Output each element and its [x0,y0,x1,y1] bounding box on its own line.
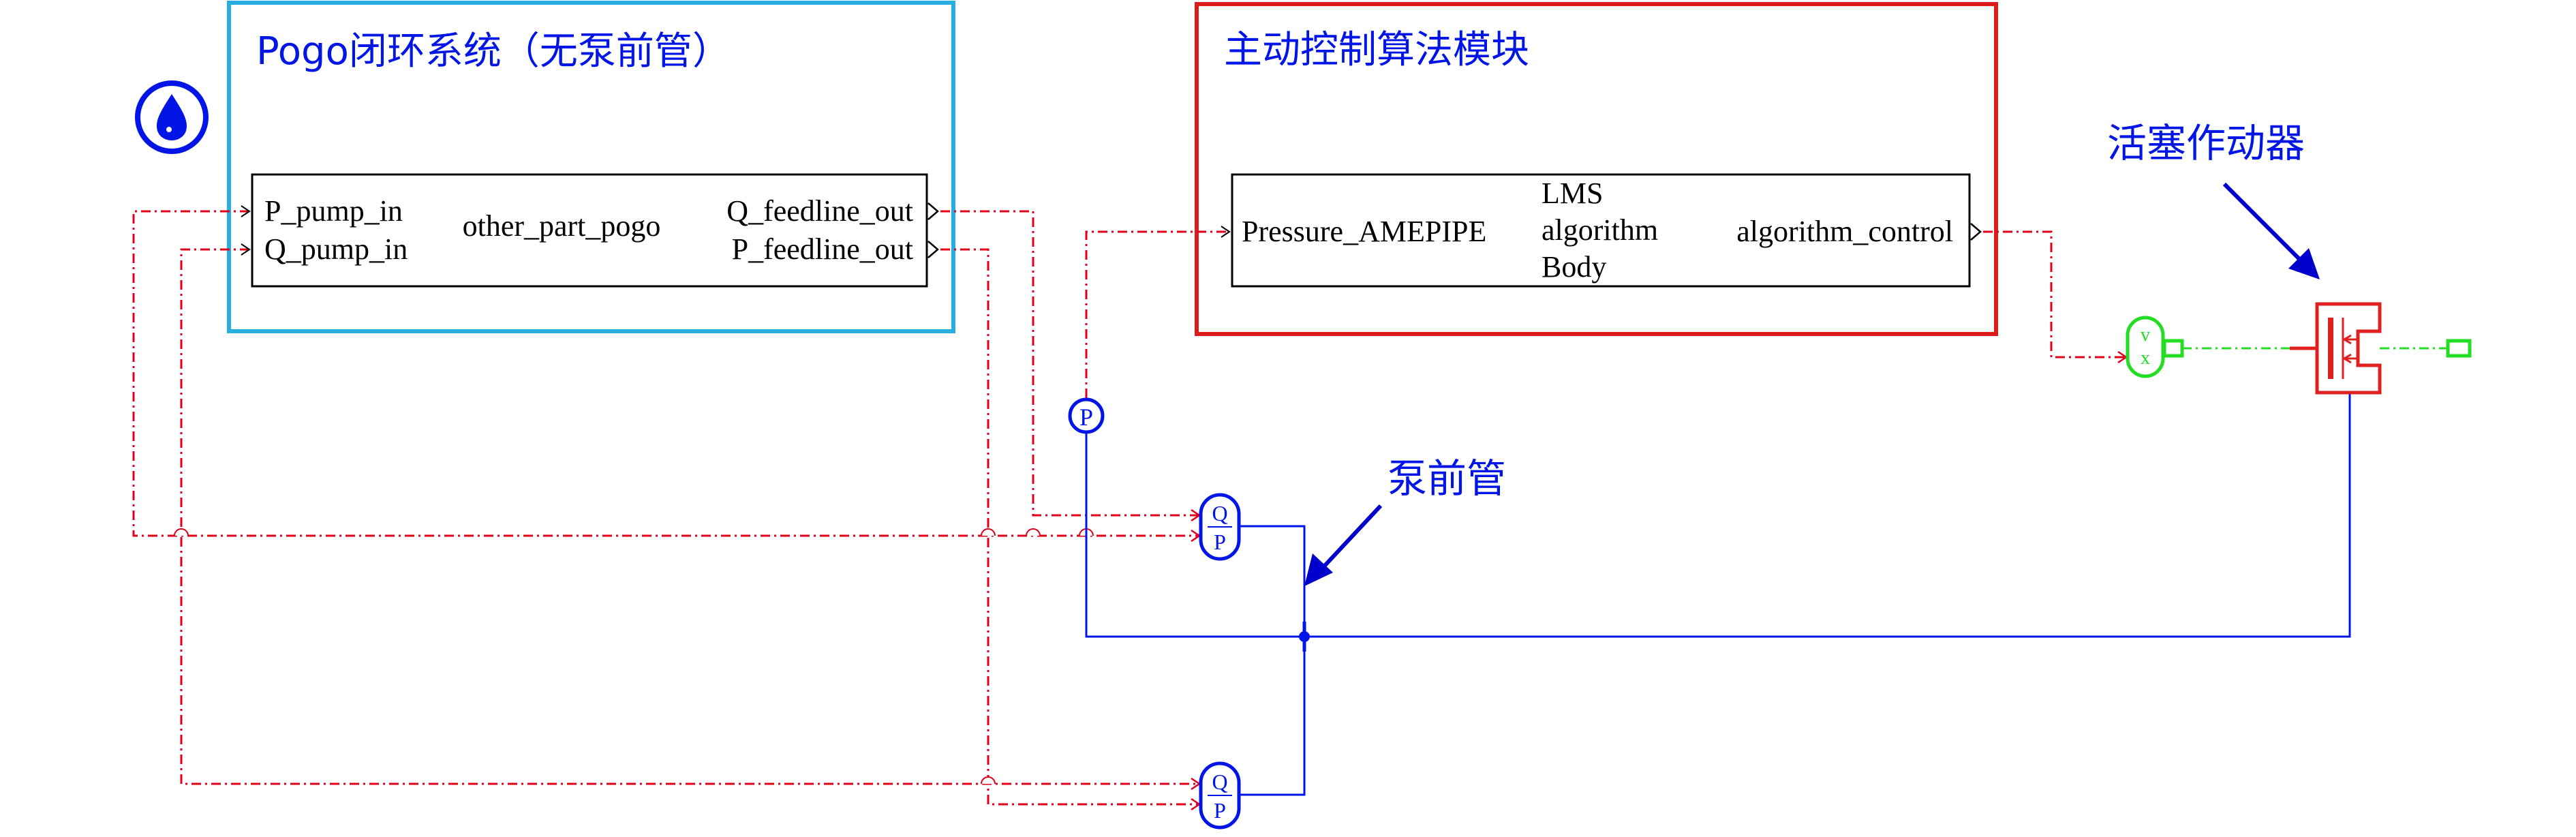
piston-actuator[interactable] [2290,302,2382,395]
svg-text:Q: Q [1212,770,1227,794]
output-chevron-q [927,202,939,220]
output-port-p-feedline-out: P_feedline_out [732,232,913,266]
svg-text:v: v [2141,324,2150,346]
svg-text:x: x [2141,348,2150,369]
control-group-title: 主动控制算法模块 [1224,28,1529,72]
svg-text:Q: Q [1212,501,1227,526]
annotation-pump-pipe-arrow [1304,504,1383,586]
output-chevron-p [927,241,939,258]
line-crossover-hops [174,528,1094,785]
block-name-line-lms: LMS [1542,177,1603,210]
input-port-p-pump-in: P_pump_in [264,194,403,228]
pogo-group-frame [227,1,955,333]
velocity-sensor[interactable]: v x [2126,316,2184,378]
input-port-q-pump-in: Q_pump_in [264,232,408,266]
output-port-q-feedline-out: Q_feedline_out [726,194,913,228]
mechanical-end-port[interactable] [2446,339,2472,358]
block-name-line-body: Body [1542,250,1606,284]
svg-text:P: P [1214,798,1226,823]
qp-pipe-port-lower[interactable]: Q P [1199,761,1241,830]
svg-text:P: P [1079,404,1093,431]
block-name-line-algorithm: algorithm [1542,213,1658,247]
input-port-pressure-amepipe: Pressure_AMEPIPE [1242,215,1486,248]
annotation-actuator-label: 活塞作动器 [2107,120,2305,166]
hydraulic-lines [1085,393,2351,796]
signal-lines [132,210,2126,806]
output-port-algorithm-control: algorithm_control [1736,215,1953,248]
block-name-other-part-pogo: other_part_pogo [463,209,661,243]
signal-arrowheads-red [1191,350,2128,811]
svg-text:P: P [1214,530,1226,554]
annotation-pump-pipe-label: 泵前管 [1387,455,1506,502]
qp-pipe-port-upper[interactable]: Q P [1199,493,1241,561]
pipe-junction-node[interactable] [1299,622,1310,652]
annotation-actuator-arrow [2222,182,2320,279]
droplet-icon[interactable] [135,80,209,154]
output-chevron-algorithm-control [1970,223,1982,241]
pogo-group-title: Pogo闭环系统（无泵前管） [256,29,731,74]
pogo-block[interactable]: P_pump_in Q_pump_in other_part_pogo Q_fe… [251,173,939,288]
lms-algorithm-block[interactable]: Pressure_AMEPIPE LMS algorithm Body algo… [1231,173,1982,288]
pressure-sensor[interactable]: P [1068,397,1105,434]
control-group-frame [1195,2,1998,336]
signal-arrowheads [241,205,1231,256]
